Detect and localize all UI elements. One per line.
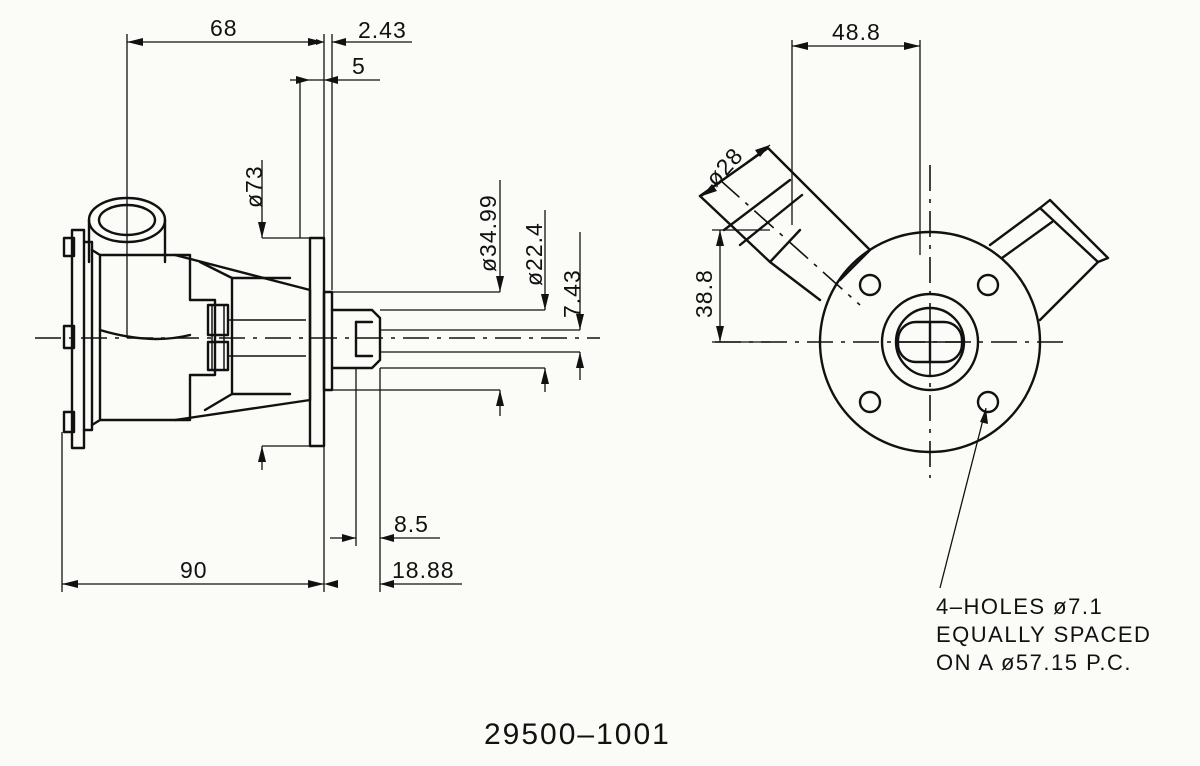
drive-shaft <box>330 308 382 370</box>
dim-8-5: 8.5 <box>394 511 429 537</box>
note-line-2: EQUALLY SPACED <box>936 622 1151 647</box>
part-number: 29500–1001 <box>484 718 671 751</box>
dim-dia-22-4: ø22.4 <box>521 222 547 286</box>
hub-outer <box>880 292 980 392</box>
dim-5: 5 <box>352 53 366 79</box>
rear-plate <box>70 228 86 450</box>
note-line-1: 4–HOLES ø7.1 <box>936 594 1103 619</box>
dim-dia-34-99: ø34.99 <box>475 194 501 272</box>
dim-dia-28: ø28 <box>700 142 748 191</box>
flange-pilot <box>322 290 334 392</box>
bolt-holes <box>858 273 1000 414</box>
dim-18-88: 18.88 <box>392 557 455 583</box>
right-port <box>988 198 1110 322</box>
dim-48-8: 48.8 <box>832 19 881 45</box>
hole-leader <box>939 407 987 589</box>
dim-68: 68 <box>210 15 238 41</box>
dim-dia-73: ø73 <box>241 165 267 208</box>
hub-inner <box>894 306 966 378</box>
dim-2-43: 2.43 <box>358 17 407 43</box>
dim-7-43: 7.43 <box>559 269 585 318</box>
mounting-flange <box>308 236 326 448</box>
flange-circle <box>818 230 1042 454</box>
dim-38-8: 38.8 <box>691 269 717 318</box>
side-view: 68 2.43 5 ø73 ø34.99 <box>35 15 600 592</box>
dim-90: 90 <box>180 557 208 583</box>
plate-bolts <box>62 236 76 434</box>
end-view: 48.8 ø28 38.8 <box>691 19 1110 589</box>
note-line-3: ON A ø57.15 P.C. <box>936 650 1132 675</box>
coupling <box>206 303 306 372</box>
housing-body <box>98 253 217 422</box>
